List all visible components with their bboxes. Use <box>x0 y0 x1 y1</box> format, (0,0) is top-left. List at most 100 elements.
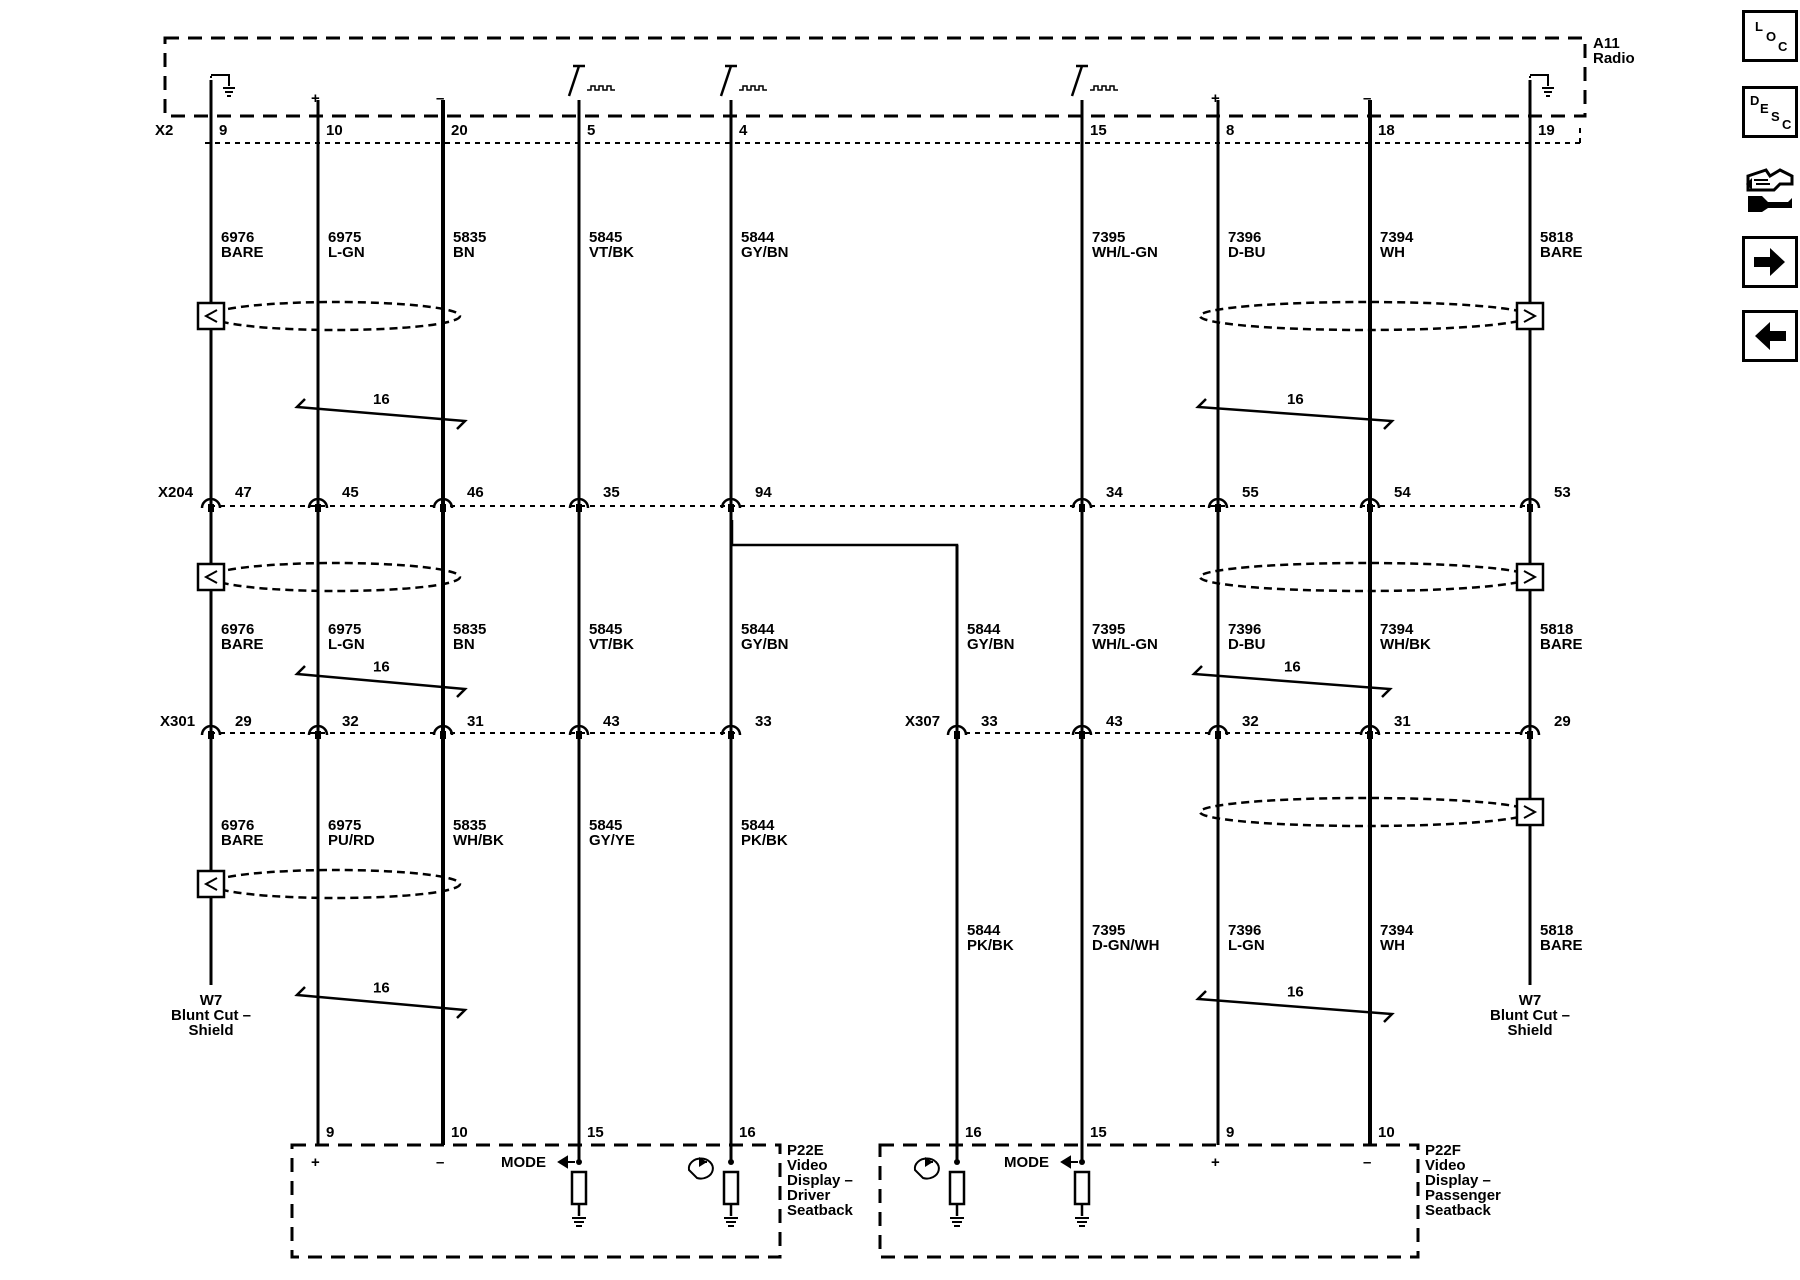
connector-pin <box>576 504 582 512</box>
connector-terminal <box>200 497 222 509</box>
display-pin-label: 16 <box>965 1124 982 1141</box>
circuit-number: 5818 <box>1540 229 1573 246</box>
wire-color: BARE <box>1540 937 1583 954</box>
circuit-number: 7394 <box>1380 922 1414 939</box>
twisted-pair-gauge: 16 <box>1284 659 1301 676</box>
circuit-number: 7396 <box>1228 229 1261 246</box>
circuit-number: 6976 <box>221 229 254 246</box>
connector-pin <box>1367 731 1373 739</box>
wire-color: WH <box>1380 244 1405 261</box>
connector-tools-button[interactable] <box>1742 162 1798 214</box>
shield-icon <box>203 877 218 891</box>
connector-pin <box>208 504 214 512</box>
shield-label: Shield <box>1507 1022 1552 1039</box>
shield-ring <box>209 868 462 900</box>
polarity-symbol: – <box>1363 1154 1371 1171</box>
wire-color: PK/BK <box>741 832 788 849</box>
display-module-label: P22F <box>1425 1142 1461 1159</box>
twisted-pair-gauge: 16 <box>373 391 390 408</box>
next-button[interactable] <box>1742 236 1798 288</box>
module-name: Radio <box>1593 50 1635 67</box>
shield-drain <box>196 301 226 331</box>
circuit-number: 7396 <box>1228 621 1261 638</box>
x2-connector-name: X2 <box>155 122 173 139</box>
x2-pin-label: 10 <box>326 122 343 139</box>
pulse-signal-icon <box>587 85 615 91</box>
location-button[interactable]: L O C <box>1742 10 1798 62</box>
connector-terminal <box>1359 497 1381 509</box>
next-arrow-icon <box>1754 248 1785 276</box>
wire-color: WH <box>1380 937 1405 954</box>
connector-terminal <box>720 724 742 736</box>
connector-pin <box>1079 731 1085 739</box>
x2-pin-label: 20 <box>451 122 468 139</box>
display-module-label: Display – <box>787 1172 853 1189</box>
shield-icon <box>1523 309 1538 323</box>
connector-pin <box>954 731 960 739</box>
circuit-number: 7394 <box>1380 229 1414 246</box>
display-pin-label: 15 <box>1090 1124 1107 1141</box>
previous-button[interactable] <box>1742 310 1798 362</box>
x301-pin-label: 31 <box>467 713 484 730</box>
polarity-symbol: + <box>311 1154 320 1171</box>
circuit-number: 6975 <box>328 229 361 246</box>
display-module-label: P22E <box>787 1142 824 1159</box>
circuit-number: 7395 <box>1092 229 1125 246</box>
x204-pin-label: 55 <box>1242 484 1259 501</box>
circuit-number: 7395 <box>1092 621 1125 638</box>
shield-ring <box>209 561 462 593</box>
shield-ring <box>209 300 462 332</box>
x2-pin-label: 18 <box>1378 122 1395 139</box>
x204-pin-label: 54 <box>1394 484 1411 501</box>
connector-pin <box>728 504 734 512</box>
wire-color: BARE <box>221 832 264 849</box>
x2-pin-label: 5 <box>587 122 595 139</box>
connector-pin <box>440 731 446 739</box>
resistor-icon <box>722 1170 740 1206</box>
module-id: A11 <box>1593 35 1620 52</box>
video-display-passenger-outline <box>878 1143 1420 1259</box>
wire-color: VT/BK <box>589 636 634 653</box>
signal-switch-icon <box>719 64 737 97</box>
connector-pin <box>1527 731 1533 739</box>
x204-pin-label: 47 <box>235 484 252 501</box>
wire-color: BARE <box>1540 636 1583 653</box>
connector-pin <box>1079 504 1085 512</box>
wire-color: WH/BK <box>1380 636 1431 653</box>
junction-dot <box>576 1159 582 1165</box>
wire-color: PU/RD <box>328 832 375 849</box>
twisted-pair-marker <box>1191 665 1393 698</box>
signal-switch-icon <box>567 64 585 97</box>
connector-terminal <box>307 497 329 509</box>
x307-connector-name: X307 <box>905 713 940 730</box>
shield-drain <box>1515 562 1545 592</box>
speaker-icon <box>913 1157 940 1180</box>
x204-pin-label: 46 <box>467 484 484 501</box>
circuit-number: 6976 <box>221 817 254 834</box>
circuit-number: 5835 <box>453 817 486 834</box>
shield-ring <box>1198 796 1532 828</box>
description-button[interactable]: D E S C <box>1742 86 1798 138</box>
shield-drain <box>1515 797 1545 827</box>
shield-icon <box>203 570 218 584</box>
twisted-pair-marker <box>294 665 468 698</box>
connector-pin <box>1527 504 1533 512</box>
polarity-symbol: – <box>436 1154 444 1171</box>
connector-pin <box>1367 504 1373 512</box>
connector-pin <box>440 504 446 512</box>
resistor-icon <box>1073 1170 1091 1206</box>
junction-dot <box>1079 1159 1085 1165</box>
x301-pin-label: 32 <box>342 713 359 730</box>
wire-color: GY/YE <box>589 832 635 849</box>
radio-module-outline <box>163 36 1587 118</box>
shield-icon <box>1523 570 1538 584</box>
resistor-icon <box>570 1170 588 1206</box>
circuit-number: 5844 <box>741 817 775 834</box>
speaker-icon <box>687 1157 714 1180</box>
x2-pin-label: 9 <box>219 122 227 139</box>
connector-terminal <box>307 724 329 736</box>
wire-color: L-GN <box>1228 937 1265 954</box>
x301-connector-name: X301 <box>160 713 195 730</box>
wire-color: GY/BN <box>967 636 1015 653</box>
wire-color: L-GN <box>328 244 365 261</box>
